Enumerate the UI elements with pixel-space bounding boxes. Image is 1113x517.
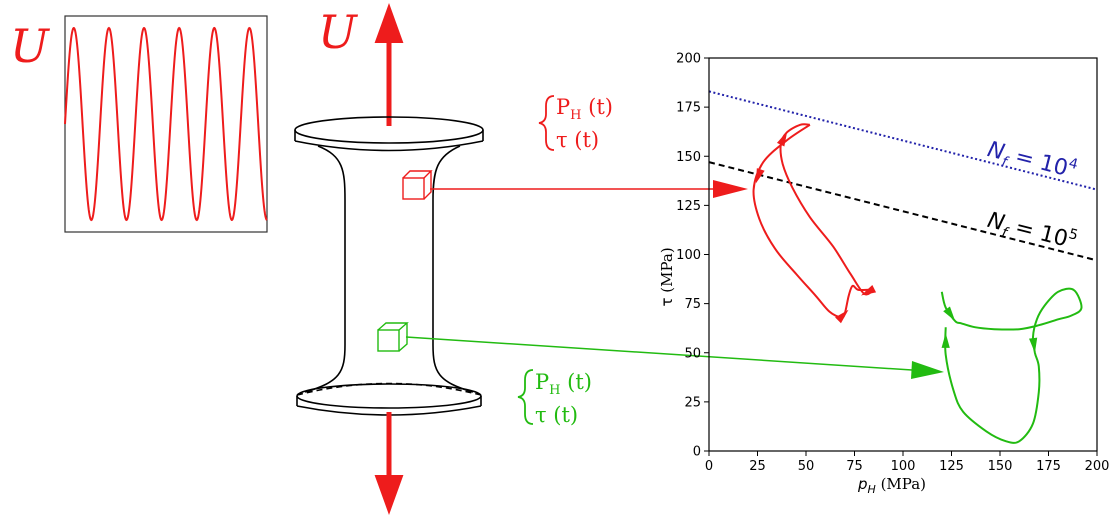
x-tick-label: 25: [749, 459, 766, 474]
x-tick-label: 150: [988, 459, 1013, 474]
green-path-direction-arrow: [941, 332, 950, 348]
top-grip-underside: [294, 140, 484, 152]
y-tick-label: 100: [676, 248, 701, 263]
load-arrow-up-head: [374, 3, 404, 43]
stress-trajectories: [752, 123, 1083, 444]
y-tick-label: 150: [676, 150, 701, 165]
red-path-direction-arrow: [776, 131, 788, 147]
green-material-point-cube: [377, 322, 409, 352]
y-tick-label: 50: [684, 346, 701, 361]
green-path-direction-arrow: [943, 306, 956, 321]
x-tick-label: 75: [846, 459, 863, 474]
loading-signal-inset: U: [10, 15, 268, 233]
fatigue-line-labels: Nf = 104 Nf = 105: [984, 135, 1080, 258]
green-tau-label: τ (t): [535, 403, 578, 427]
fatigue-line-nf-10-5: [708, 161, 1098, 262]
green-connector-line: [405, 336, 913, 371]
y-axis-title: τ (MPa): [658, 247, 676, 306]
displacement-u-label-left: U: [10, 19, 51, 73]
bottom-grip-disc: [296, 383, 482, 409]
y-tick-label: 175: [676, 101, 701, 116]
green-stress-labels: PH (t) τ (t): [517, 369, 592, 427]
y-tick-label: 200: [676, 52, 701, 67]
x-axis-title: pH (MPa): [857, 475, 926, 496]
x-tick-label: 0: [705, 459, 713, 474]
fatigue-line-label-nf-10-4: Nf = 104: [984, 135, 1080, 187]
fatigue-line-label-nf-10-5: Nf = 105: [984, 206, 1080, 258]
green-stress-path: [940, 287, 1083, 444]
y-tick-label: 125: [676, 199, 701, 214]
y-tick-label: 0: [693, 445, 701, 460]
green-connector-arrowhead: [911, 361, 944, 379]
bottom-grip-rim: [296, 396, 482, 406]
chart-ticks: 0 25 50 75 100 125 150 175 200 0 25 50 75 100 125 150 17…: [676, 52, 1109, 475]
displacement-u-label-top: U: [318, 5, 359, 59]
x-tick-label: 125: [939, 459, 964, 474]
fatigue-line-nf-10-4: [708, 90, 1098, 191]
green-path-direction-arrow: [1029, 337, 1038, 353]
specimen: U: [294, 3, 484, 515]
connector-arrows: [405, 180, 944, 379]
specimen-body-left: [304, 145, 346, 393]
red-connector-arrowhead: [713, 180, 748, 198]
red-ph-label: PH (t): [556, 95, 613, 123]
red-tau-label: τ (t): [556, 128, 599, 152]
red-stress-path: [752, 123, 874, 319]
red-material-point-cube: [402, 170, 433, 200]
sinusoidal-signal-curve: [64, 26, 268, 222]
x-tick-label: 50: [798, 459, 815, 474]
load-arrow-down-head: [374, 475, 404, 515]
red-path-direction-arrow: [860, 285, 877, 296]
specimen-body-right: [432, 145, 474, 393]
y-tick-label: 75: [684, 297, 701, 312]
red-path-direction-arrow: [835, 309, 849, 324]
red-path-direction-arrow: [755, 168, 765, 184]
green-ph-label: PH (t): [535, 370, 592, 398]
y-tick-label: 25: [684, 395, 701, 410]
fatigue-chart: 0 25 50 75 100 125 150 175 200 0 25 50 75 100 125 150 17…: [658, 52, 1109, 497]
green-brace: [517, 369, 534, 425]
top-grip-rim: [294, 130, 484, 141]
x-tick-label: 100: [891, 459, 916, 474]
x-tick-label: 200: [1085, 459, 1110, 474]
x-tick-label: 175: [1036, 459, 1061, 474]
fatigue-limit-lines: [708, 90, 1098, 262]
red-brace: [538, 95, 555, 151]
red-stress-labels: PH (t) τ (t): [538, 95, 613, 152]
